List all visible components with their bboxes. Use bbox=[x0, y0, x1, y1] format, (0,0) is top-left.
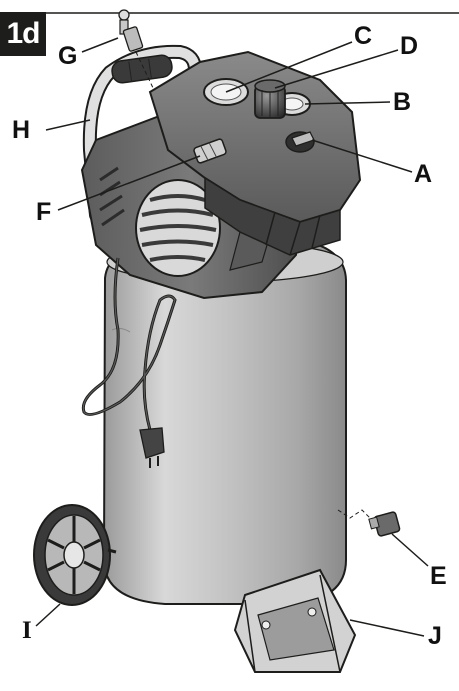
figure-number-badge: 1d bbox=[0, 12, 46, 56]
label-f: F bbox=[36, 198, 52, 226]
wheel bbox=[33, 504, 117, 606]
label-b: B bbox=[393, 88, 412, 116]
label-j: J bbox=[428, 622, 442, 650]
on-off-switch bbox=[285, 131, 315, 153]
pressure-regulator-knob bbox=[254, 79, 286, 119]
label-h: H bbox=[12, 116, 31, 144]
power-plug bbox=[139, 427, 165, 459]
label-e: E bbox=[430, 562, 447, 590]
quick-release-outlet bbox=[193, 138, 227, 164]
drain-valve bbox=[337, 509, 401, 537]
control-panel-cover bbox=[148, 50, 362, 256]
label-c: C bbox=[354, 22, 373, 50]
handle-grip bbox=[111, 54, 173, 84]
label-d: D bbox=[400, 32, 419, 60]
label-g: G bbox=[58, 42, 78, 70]
power-cord bbox=[81, 257, 177, 468]
label-i: I bbox=[22, 617, 32, 644]
label-a: A bbox=[414, 160, 433, 188]
tank-pressure-gauge bbox=[203, 78, 249, 106]
carrying-handle bbox=[82, 44, 203, 222]
callout-lines bbox=[35, 37, 429, 637]
support-foot bbox=[233, 568, 357, 673]
